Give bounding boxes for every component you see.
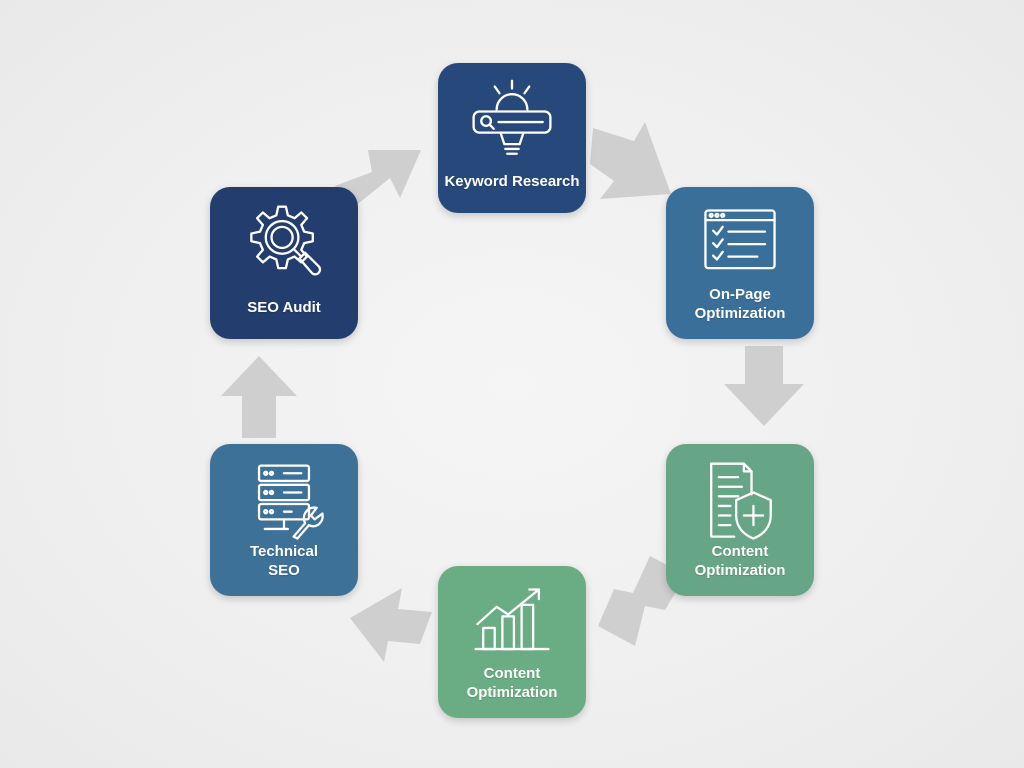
arrow-onpage-to-content [724,346,804,426]
step-label: Technical SEO [249,543,319,579]
step-content-optimization-shield[interactable]: Content Optimization [666,444,814,596]
document-shield-icon [666,454,814,554]
arrow-keyword-to-onpage [590,122,671,199]
step-keyword-research[interactable]: Keyword Research [438,63,586,213]
step-label: SEO Audit [247,299,321,316]
step-label: Keyword Research [444,173,580,190]
step-label: On-Page Optimization [694,286,786,322]
step-technical-seo[interactable]: Technical SEO [210,444,358,596]
checklist-window-icon [666,197,814,297]
step-label: Content Optimization [466,665,558,701]
arrow-technical-to-audit [221,356,297,438]
arrow-content-to-content [598,556,686,646]
step-seo-audit[interactable]: SEO Audit [210,187,358,339]
lightbulb-search-icon [438,73,586,173]
step-content-optimization-chart[interactable]: Content Optimization [438,566,586,718]
arrow-audit-to-keyword [335,150,421,207]
step-label: Content Optimization [694,543,786,579]
gear-magnifier-icon [210,197,358,297]
step-on-page-optimization[interactable]: On-Page Optimization [666,187,814,339]
growth-chart-icon [438,576,586,676]
arrow-content-to-technical [350,588,432,662]
server-wrench-icon [210,454,358,554]
